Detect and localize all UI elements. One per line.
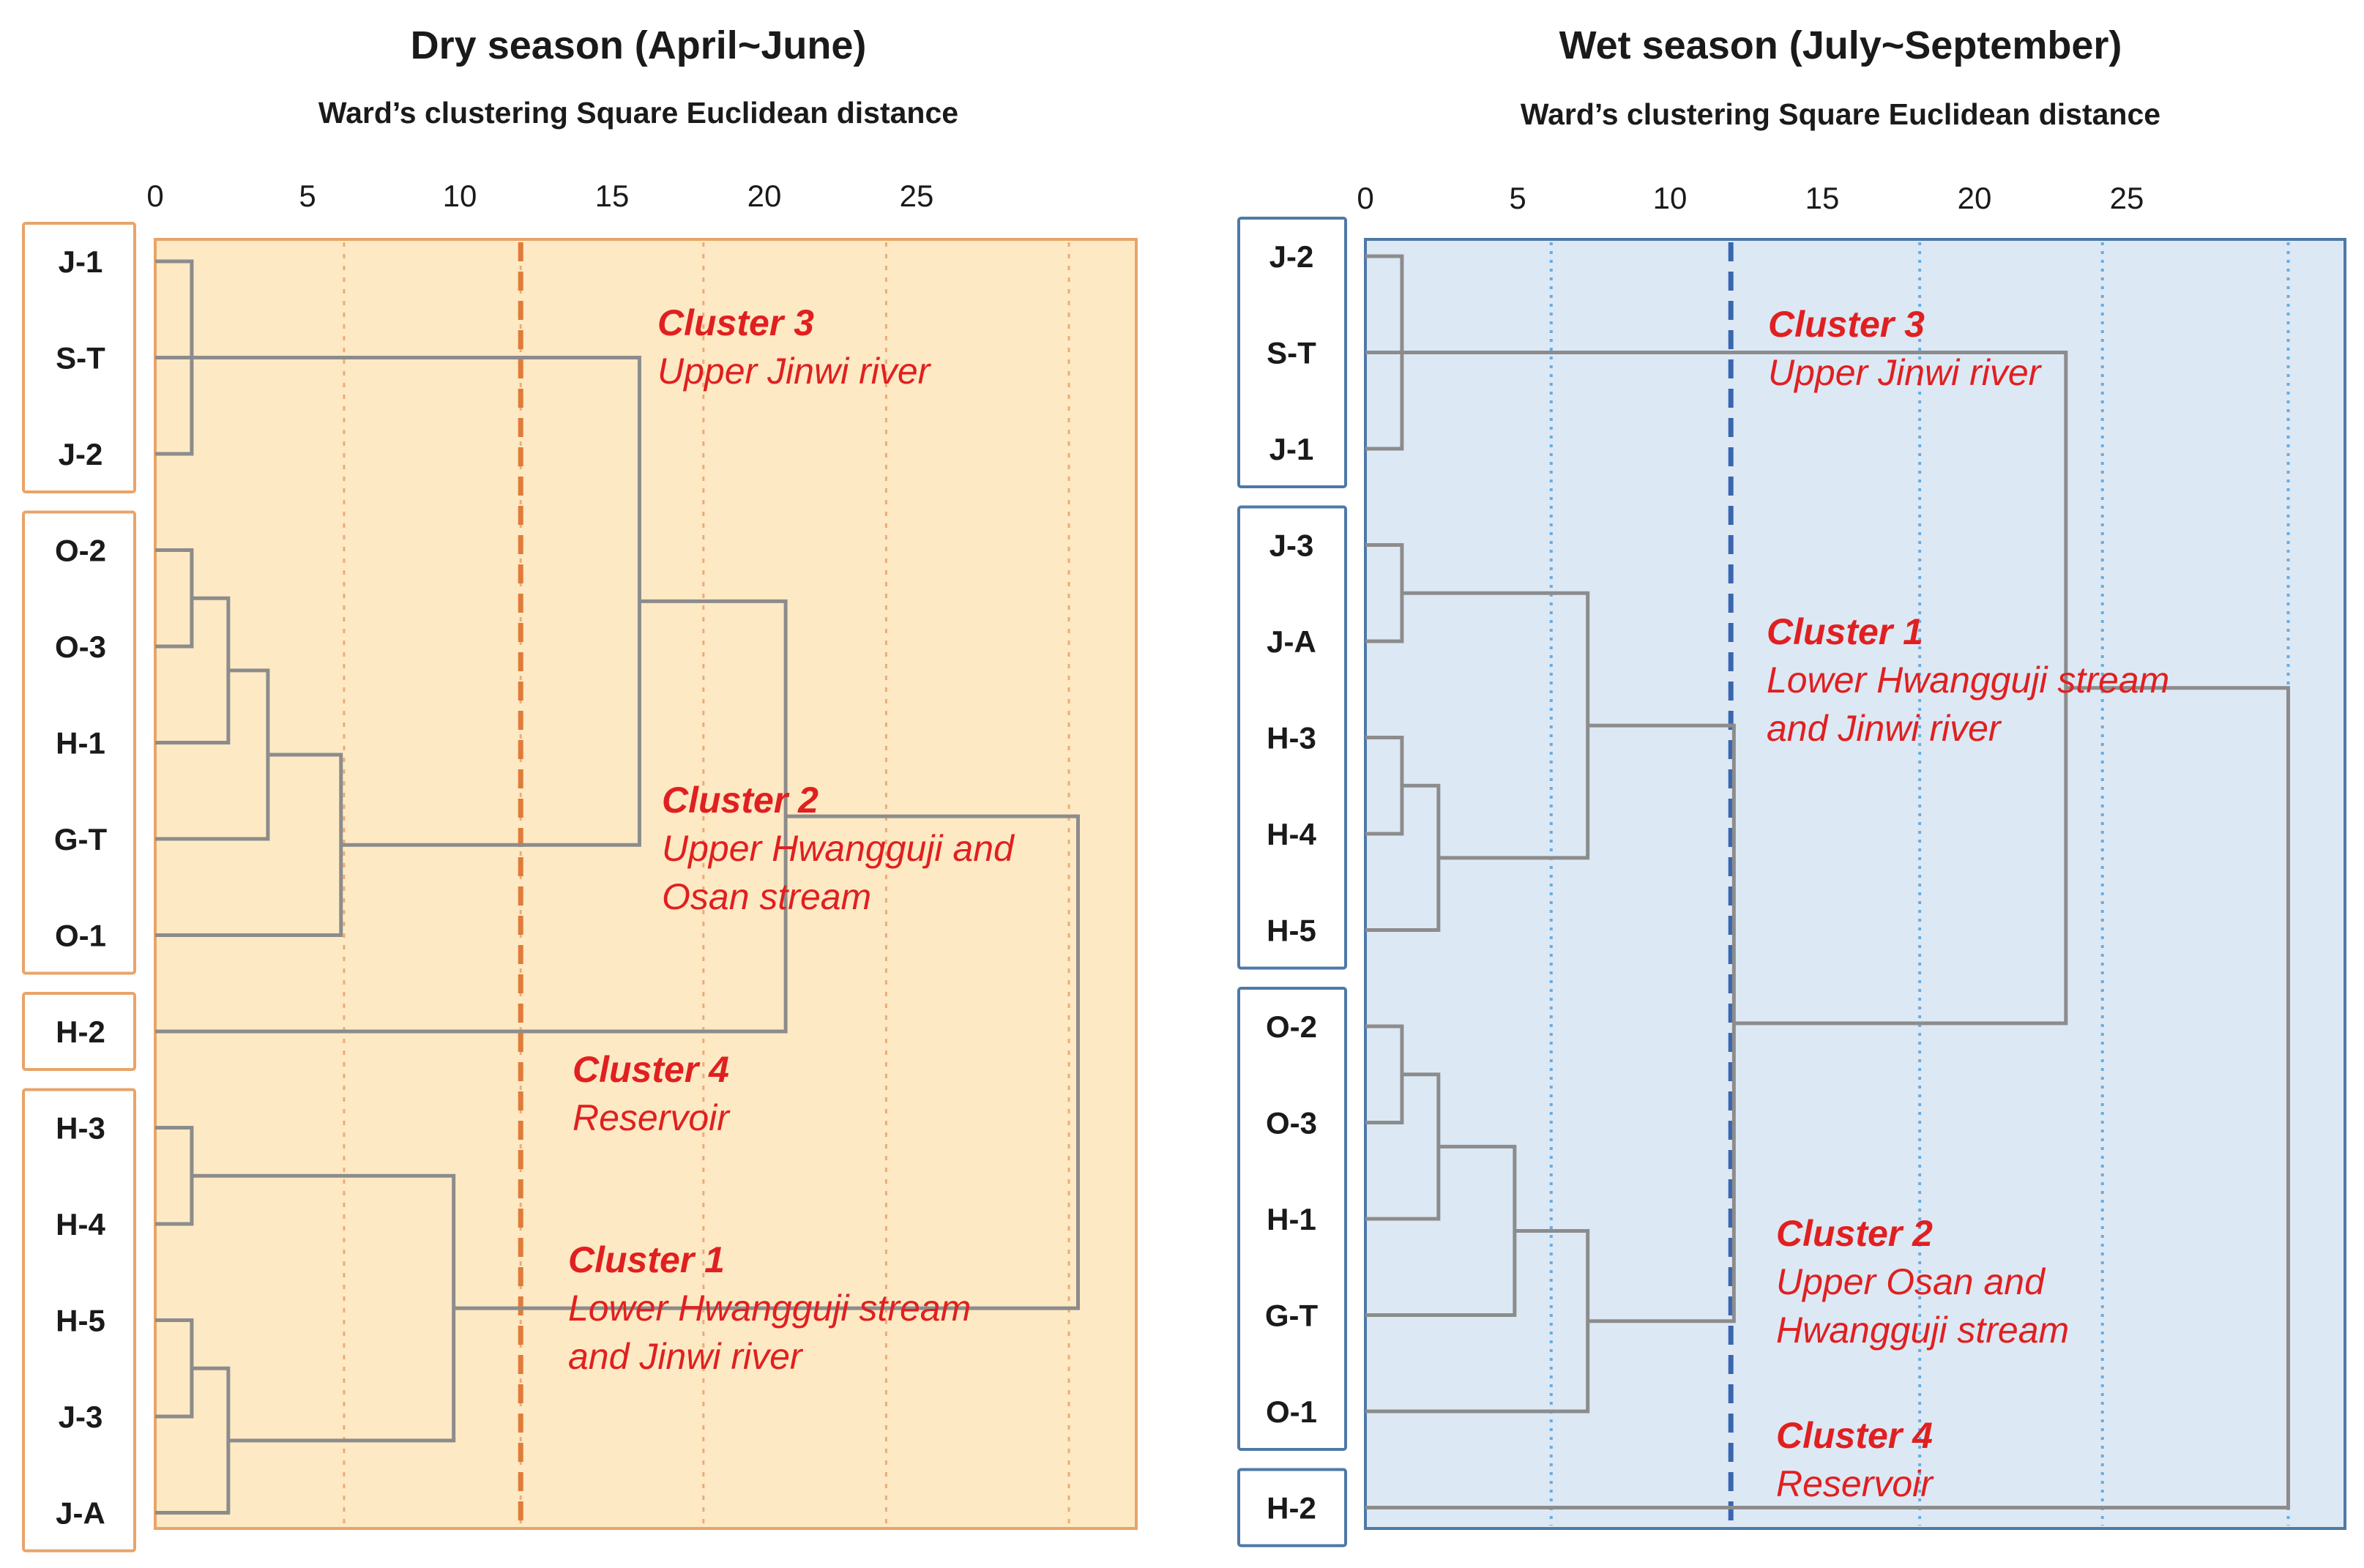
cluster-description: Reservoir — [573, 1097, 731, 1138]
leaf-label: H-5 — [56, 1304, 105, 1338]
cluster-description: Upper Osan and — [1776, 1261, 2046, 1302]
panel-title: Wet season (July~September) — [1559, 23, 2122, 67]
axis-tick-label: 20 — [1958, 181, 1992, 215]
cluster-name: Cluster 3 — [657, 302, 814, 343]
plot-area — [154, 238, 1138, 1530]
leaf-label: H-1 — [56, 726, 105, 761]
leaf-label: J-1 — [1269, 432, 1314, 466]
cluster-description: Lower Hwangguji stream — [1767, 660, 2169, 701]
panel-dry: Dry season (April~June) Ward’s clustering… — [22, 23, 1138, 1553]
leaf-label: O-2 — [55, 534, 106, 568]
leaf-label: J-A — [56, 1496, 105, 1531]
panel-wet: Wet season (July~September) Ward’s cluste… — [1237, 23, 2346, 1548]
axis-tick-label: 15 — [1805, 181, 1840, 215]
leaf-label: S-T — [56, 341, 105, 376]
leaf-label: J-3 — [59, 1400, 103, 1434]
leaf-label: J-2 — [1269, 239, 1314, 274]
cluster-description: and Jinwi river — [568, 1336, 804, 1377]
cluster-name: Cluster 4 — [573, 1049, 729, 1090]
leaf-label: J-A — [1267, 624, 1316, 659]
leaf-group-box — [1237, 505, 1347, 970]
cluster-description: and Jinwi river — [1767, 708, 2002, 749]
axis-tick-label: 0 — [146, 179, 163, 213]
leaf-group-box — [1237, 217, 1347, 488]
axis-tick-label: 25 — [900, 179, 934, 213]
leaf-group-box — [22, 510, 136, 975]
axis-tick-label: 25 — [2110, 181, 2144, 215]
leaf-group-box — [1237, 987, 1347, 1451]
leaf-label: H-5 — [1267, 914, 1316, 948]
axis-tick-label: 15 — [595, 179, 630, 213]
axis-tick-label: 10 — [1653, 181, 1688, 215]
leaf-label: H-3 — [1267, 721, 1316, 755]
axis-tick-label: 20 — [747, 179, 782, 213]
dendrogram-links — [155, 259, 1080, 1515]
leaf-label: J-2 — [59, 437, 103, 471]
leaf-label: H-1 — [1267, 1202, 1316, 1236]
cluster-name: Cluster 2 — [662, 780, 819, 821]
cluster-name: Cluster 3 — [1768, 304, 1925, 345]
leaf-group-box — [22, 1088, 136, 1553]
cluster-description: Reservoir — [1776, 1463, 1934, 1504]
leaf-label: H-4 — [1267, 817, 1316, 851]
axis-tick-label: 0 — [1357, 181, 1373, 215]
leaf-label: O-3 — [55, 630, 106, 664]
leaf-group-box — [22, 222, 136, 493]
leaf-label: O-1 — [55, 919, 106, 953]
plot-area — [1364, 238, 2346, 1530]
leaf-label: G-T — [1265, 1299, 1319, 1333]
leaf-label: O-2 — [1266, 1009, 1317, 1044]
leaf-label: O-1 — [1266, 1395, 1317, 1429]
cluster-name: Cluster 1 — [568, 1239, 725, 1280]
leaf-label: H-4 — [56, 1207, 105, 1242]
cluster-name: Cluster 1 — [1767, 611, 1923, 652]
leaf-label: O-3 — [1266, 1106, 1317, 1140]
panel-subtitle: Ward’s clustering Square Euclidean dista… — [1521, 97, 2160, 131]
cluster-description: Upper Hwangguji and — [662, 828, 1015, 869]
cluster-name: Cluster 2 — [1776, 1213, 1933, 1254]
axis-tick-label: 10 — [443, 179, 477, 213]
leaf-label: H-3 — [56, 1111, 105, 1146]
leaf-label: J-3 — [1269, 529, 1314, 563]
cluster-description: Lower Hwangguji stream — [568, 1288, 971, 1329]
dendrogram-link — [1365, 686, 2290, 1509]
leaf-label: H-2 — [1267, 1491, 1316, 1526]
axis-tick-label: 5 — [1509, 181, 1526, 215]
leaf-group-box — [22, 992, 136, 1071]
leaf-group-box — [1237, 1468, 1347, 1548]
leaf-label: S-T — [1267, 336, 1316, 370]
leaf-label: H-2 — [56, 1015, 105, 1049]
axis-tick-label: 5 — [299, 179, 316, 213]
cluster-description: Osan stream — [662, 876, 871, 917]
cluster-name: Cluster 4 — [1776, 1415, 1933, 1456]
cluster-description: Upper Jinwi river — [1768, 352, 2043, 393]
panel-title: Dry season (April~June) — [411, 23, 867, 67]
cluster-description: Hwangguji stream — [1776, 1310, 2069, 1351]
dendrogram-links — [1365, 254, 2290, 1509]
leaf-label: J-1 — [59, 244, 103, 279]
leaf-label: G-T — [54, 822, 108, 856]
dendrogram-link — [453, 814, 1080, 1310]
cluster-description: Upper Jinwi river — [657, 351, 932, 392]
panel-subtitle: Ward’s clustering Square Euclidean dista… — [318, 96, 958, 130]
